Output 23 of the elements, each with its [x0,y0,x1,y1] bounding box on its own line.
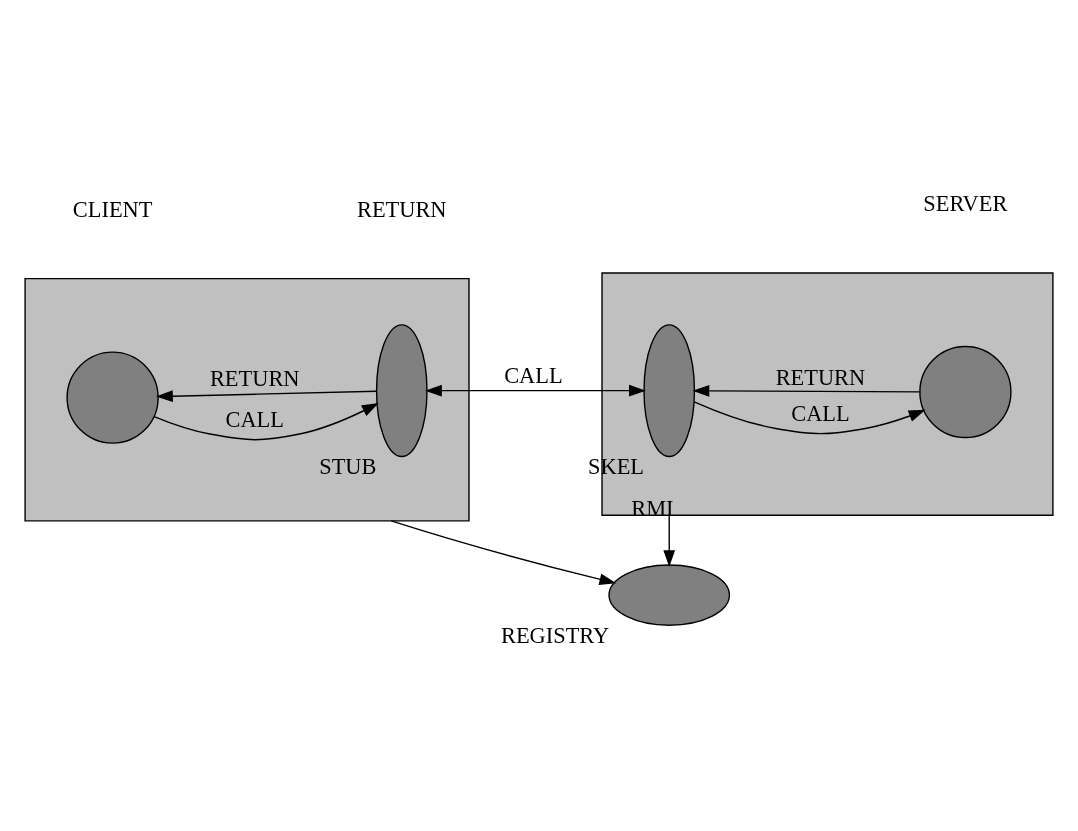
arrow [156,390,378,403]
node-label: REGISTRY [500,623,610,649]
arrow [693,401,926,435]
arrow [692,384,921,397]
cluster [24,277,470,522]
node-circle [919,345,1012,439]
label: RETURN [356,196,447,222]
arrow [153,403,379,441]
node-ellipse [608,564,731,626]
node-semicircle [375,324,428,458]
edge-label: CALL [504,363,563,389]
label: CLIENT [72,196,153,222]
label: SERVER [923,191,1008,217]
edge-label: RETURN [775,364,866,390]
node-label: STUB [319,454,377,480]
arrow [425,384,646,397]
edge-label: RETURN [209,366,300,392]
edge-label: CALL [791,401,850,427]
arrow [663,514,676,568]
arrow [390,520,617,586]
edge-label: CALL [225,406,284,432]
node-circle [66,351,159,444]
node-semicircle [643,324,696,458]
